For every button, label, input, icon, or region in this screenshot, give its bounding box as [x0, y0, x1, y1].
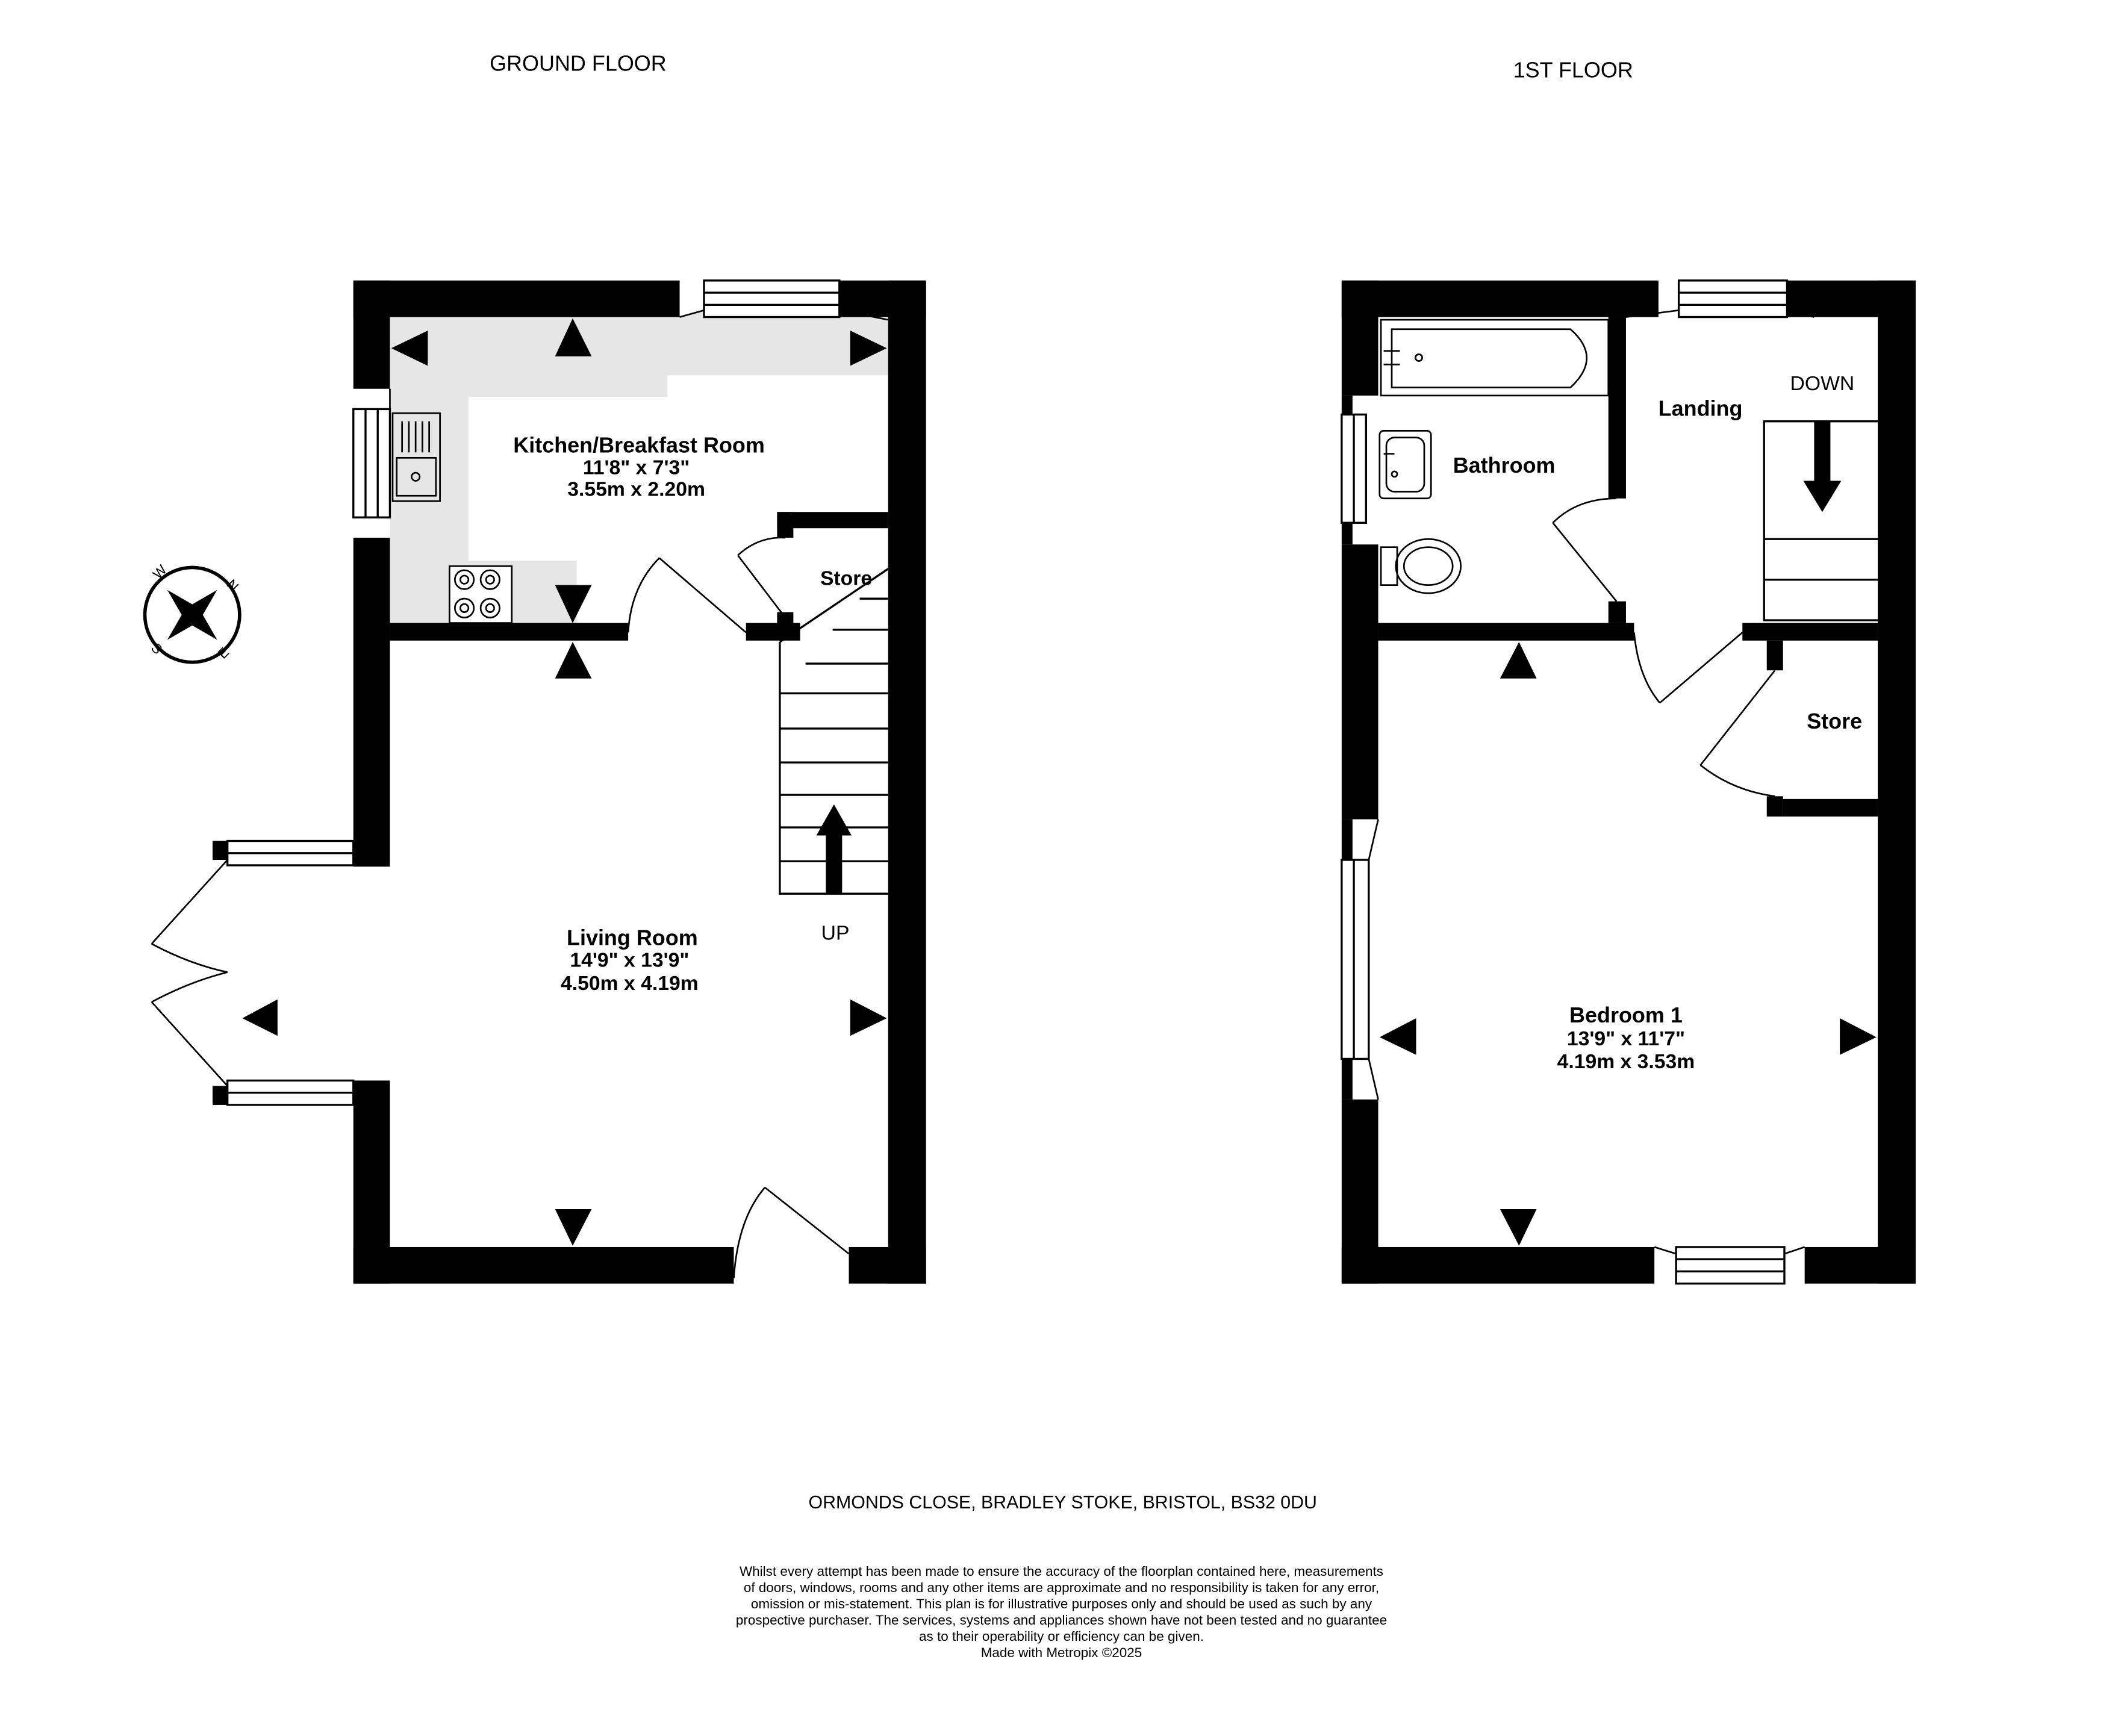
bedroom-dim-imperial: 13'9" x 11'7" [1567, 1027, 1685, 1050]
compass-north: N [224, 577, 241, 594]
bedroom-dim-metric: 4.19m x 3.53m [1557, 1050, 1695, 1073]
disclaimer-line: as to their operability or efficiency ca… [919, 1629, 1204, 1644]
stairs-down-arrow [1803, 421, 1842, 512]
first-store-label: Store [1807, 709, 1862, 733]
first-floor-dimension-arrows [1379, 642, 1877, 1246]
bedroom-name: Bedroom 1 [1569, 1003, 1683, 1027]
disclaimer-line: omission or mis-statement. This plan is … [751, 1596, 1372, 1611]
toilet-icon [1380, 538, 1462, 594]
living-room-name: Living Room [567, 926, 698, 950]
property-address: ORMONDS CLOSE, BRADLEY STOKE, BRISTOL, B… [809, 1493, 1317, 1513]
sink-icon [391, 412, 441, 502]
ground-floor-windows [226, 279, 841, 1106]
bath-icon [1380, 319, 1610, 397]
compass-east: E [215, 645, 232, 662]
disclaimer-line: of doors, windows, rooms and any other i… [744, 1580, 1379, 1595]
disclaimer-line: Whilst every attempt has been made to en… [740, 1564, 1383, 1579]
ground-floor-dimension-arrows [242, 318, 887, 1246]
ground-floor-doors [151, 537, 850, 1278]
first-floor-title: 1ST FLOOR [1513, 58, 1633, 82]
living-room-dim-imperial: 14'9" x 13'9" [570, 949, 689, 972]
first-floor-plan: Bathroom Landing DOWN Store Bedroom 1 13… [1341, 279, 1916, 1285]
stairs-down-label: DOWN [1790, 372, 1855, 395]
stairs-up-label: UP [821, 922, 850, 945]
first-floor-walls [1341, 280, 1916, 1284]
landing-label: Landing [1659, 396, 1743, 421]
compass-west: W [150, 562, 170, 582]
disclaimer: Whilst every attempt has been made to en… [736, 1564, 1387, 1660]
compass-south: S [148, 640, 165, 657]
first-floor-windows [1341, 279, 1789, 1285]
disclaimer-credit: Made with Metropix ©2025 [981, 1645, 1142, 1660]
kitchen-dim-metric: 3.55m x 2.20m [567, 478, 705, 500]
first-floor-reveals [1368, 309, 1815, 1255]
stairs-up-arrow [816, 804, 852, 894]
hob-icon [449, 565, 513, 624]
living-room-dim-metric: 4.50m x 4.19m [561, 972, 699, 995]
ground-floor-plan: Kitchen/Breakfast Room 11'8" x 7'3" 3.55… [151, 279, 926, 1284]
first-floor-doors [1552, 497, 1776, 797]
kitchen-name: Kitchen/Breakfast Room [513, 432, 765, 457]
disclaimer-line: prospective purchaser. The services, sys… [736, 1613, 1387, 1628]
kitchen-dim-imperial: 11'8" x 7'3" [583, 456, 690, 479]
ground-floor-walls [212, 280, 926, 1284]
ground-floor-title: GROUND FLOOR [490, 51, 667, 75]
ground-floor-stairs [779, 568, 889, 895]
kitchen-floor-shading [390, 310, 888, 623]
ground-floor-reveals [389, 309, 888, 409]
ground-store-label: Store [820, 567, 872, 590]
washbasin-icon [1378, 430, 1432, 500]
bathroom-label: Bathroom [1453, 453, 1556, 478]
compass-rose: W N S E [143, 562, 241, 664]
